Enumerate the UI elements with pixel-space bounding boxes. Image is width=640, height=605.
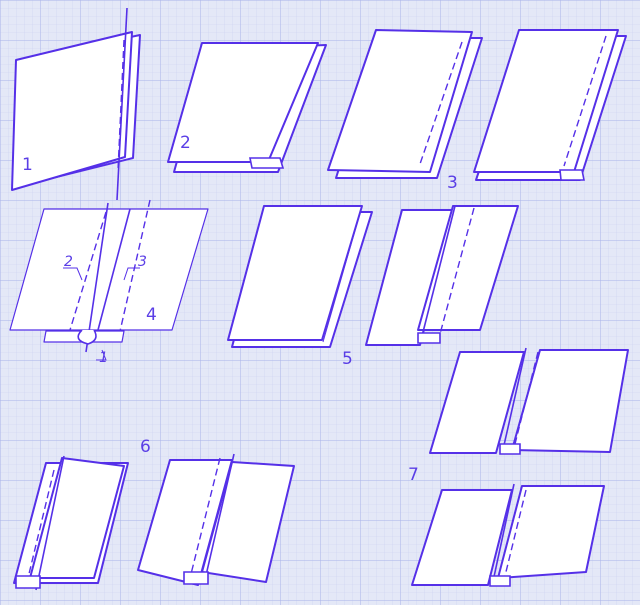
- step-7-illustration-a: [429, 347, 629, 455]
- callout-2: 2: [64, 254, 73, 270]
- step-6-illustration-b: 6: [137, 437, 295, 586]
- step-6-illustration-a: [13, 455, 129, 591]
- step-1-illustration: 1: [11, 7, 141, 201]
- step-3-illustration-b: [473, 29, 627, 181]
- step-7-illustration-b: 7: [408, 465, 605, 587]
- step-label-6: 6: [140, 437, 151, 457]
- step-label-2: 2: [180, 133, 191, 153]
- step-label-5: 5: [342, 349, 353, 369]
- step-label-3: 3: [447, 173, 458, 193]
- step-3-illustration-a: 3: [327, 29, 483, 193]
- step-label-4: 4: [146, 305, 157, 325]
- step-label-1: 1: [22, 155, 33, 175]
- step-5-illustration-b: [365, 205, 519, 346]
- step-label-7: 7: [408, 465, 419, 485]
- callout-1: 1: [99, 350, 108, 366]
- step-4-illustration: 2 3 1 4: [9, 199, 209, 366]
- callout-3: 3: [138, 254, 147, 270]
- step-5-illustration-a: 5: [227, 205, 373, 369]
- step-2-illustration: 2: [167, 42, 327, 173]
